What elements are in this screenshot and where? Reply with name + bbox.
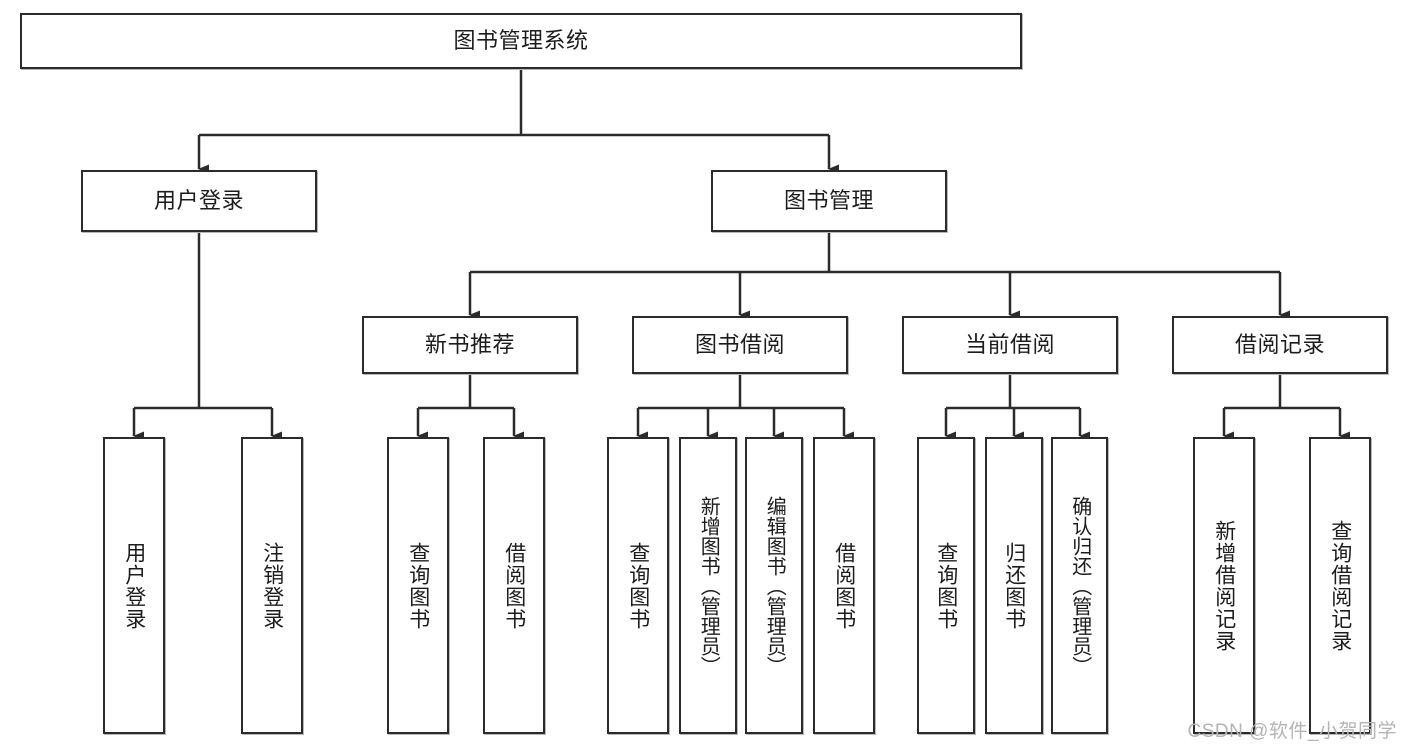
node-leaf_query_b2[interactable]: 查询图书 (607, 437, 669, 734)
node-book_borrow[interactable]: 图书借阅 (632, 316, 848, 374)
node-leaf_user_login[interactable]: 用户登录 (103, 437, 165, 734)
node-label-leaf_logout: 注销登录 (260, 541, 284, 630)
node-leaf_confirm[interactable]: 确认归还（管理员） (1051, 437, 1108, 734)
node-leaf_query_b3[interactable]: 查询图书 (917, 437, 975, 734)
node-label-leaf_query_b2: 查询图书 (626, 541, 650, 630)
node-new_book_rec[interactable]: 新书推荐 (362, 316, 578, 374)
node-label-new_book_rec: 新书推荐 (424, 331, 515, 357)
node-label-leaf_add_book: 新增图书（管理员） (697, 495, 720, 676)
node-label-leaf_user_login: 用户登录 (122, 541, 146, 630)
node-user_login[interactable]: 用户登录 (81, 170, 317, 232)
node-leaf_query_rec[interactable]: 查询借阅记录 (1309, 437, 1371, 734)
node-label-leaf_query_b1: 查询图书 (406, 541, 430, 630)
node-label-leaf_query_rec: 查询借阅记录 (1328, 519, 1352, 652)
node-leaf_return[interactable]: 归还图书 (985, 437, 1043, 734)
node-label-user_login: 用户登录 (153, 187, 244, 213)
node-leaf_logout[interactable]: 注销登录 (241, 437, 303, 734)
watermark-label: CSDN @软件_小贺同学 (1187, 721, 1397, 742)
node-label-leaf_return: 归还图书 (1002, 541, 1026, 630)
node-label-leaf_borrow_b2: 借阅图书 (832, 541, 856, 630)
node-label-leaf_edit_book: 编辑图书（管理员） (763, 495, 786, 676)
node-leaf_add_book[interactable]: 新增图书（管理员） (679, 437, 737, 734)
node-label-leaf_borrow_b1: 借阅图书 (502, 541, 526, 630)
node-book_manage[interactable]: 图书管理 (711, 170, 947, 232)
edge-group (132, 69, 1350, 441)
node-label-leaf_add_rec: 新增借阅记录 (1212, 519, 1236, 652)
node-borrow_record[interactable]: 借阅记录 (1172, 316, 1388, 374)
node-root[interactable]: 图书管理系统 (20, 13, 1022, 69)
node-leaf_add_rec[interactable]: 新增借阅记录 (1193, 437, 1255, 734)
node-current_borrow[interactable]: 当前借阅 (902, 316, 1118, 374)
node-label-current_borrow: 当前借阅 (964, 331, 1055, 357)
node-leaf_borrow_b2[interactable]: 借阅图书 (813, 437, 875, 734)
node-label-root: 图书管理系统 (453, 27, 589, 53)
node-label-book_manage: 图书管理 (783, 187, 874, 213)
node-leaf_edit_book[interactable]: 编辑图书（管理员） (745, 437, 803, 734)
node-leaf_borrow_b1[interactable]: 借阅图书 (483, 437, 545, 734)
node-label-borrow_record: 借阅记录 (1234, 331, 1325, 357)
node-label-leaf_query_b3: 查询图书 (934, 541, 958, 630)
node-label-leaf_confirm: 确认归还（管理员） (1068, 495, 1091, 676)
node-label-book_borrow: 图书借阅 (694, 331, 785, 357)
node-leaf_query_b1[interactable]: 查询图书 (387, 437, 449, 734)
